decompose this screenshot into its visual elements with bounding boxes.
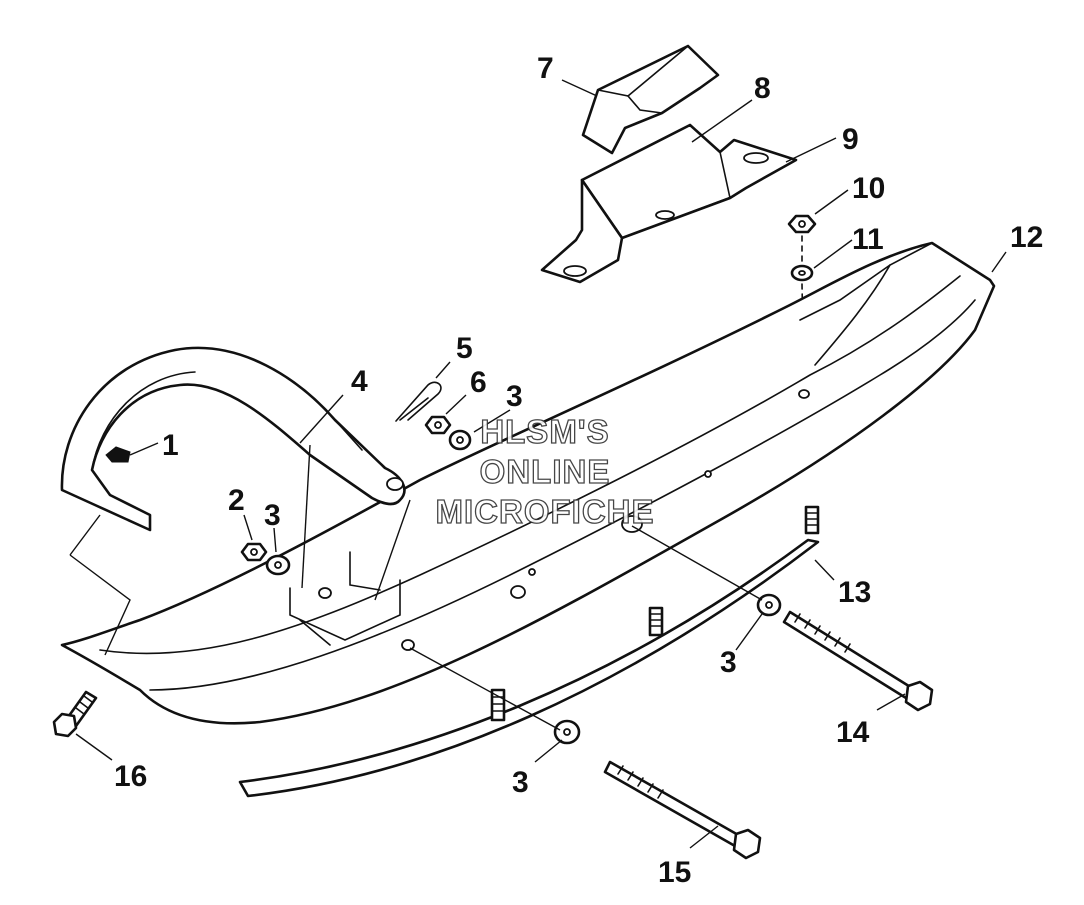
washer-part-3-a — [265, 554, 291, 576]
nut-part-10 — [787, 214, 817, 234]
ski-loop-part-4 — [60, 346, 406, 532]
callout-3-c: 3 — [720, 646, 737, 679]
callout-4: 4 — [351, 365, 368, 398]
ski-body-part-12 — [60, 241, 996, 725]
callout-5: 5 — [456, 332, 473, 365]
callout-9: 9 — [842, 123, 859, 156]
callout-6: 6 — [470, 366, 487, 399]
callout-15: 15 — [658, 856, 691, 889]
watermark: HLSM'S ONLINE MICROFICHE — [380, 412, 710, 532]
watermark-line-2: ONLINE — [479, 452, 611, 490]
bolt-part-14 — [782, 610, 934, 712]
callout-13: 13 — [838, 576, 871, 609]
callout-1: 1 — [162, 429, 179, 462]
callout-7: 7 — [537, 52, 554, 85]
callout-14: 14 — [836, 716, 870, 749]
callout-16: 16 — [114, 760, 147, 793]
washer-part-3-c — [756, 593, 782, 617]
castle-nut-part-6 — [424, 415, 452, 435]
nut-part-2 — [240, 542, 268, 562]
callout-3-b: 3 — [506, 380, 523, 413]
washer-part-11 — [790, 264, 814, 282]
callout-labels: 1 2 3 3 3 3 4 5 6 7 8 9 10 11 12 13 14 1… — [114, 52, 1043, 889]
washer-part-3-b — [448, 429, 472, 451]
watermark-line-1: HLSM'S — [480, 412, 610, 450]
callout-12: 12 — [1010, 221, 1043, 254]
washer-part-3-d — [553, 719, 581, 745]
clip-part-1 — [105, 446, 131, 463]
callout-2: 2 — [228, 484, 245, 517]
watermark-line-3: MICROFICHE — [435, 492, 655, 530]
callout-8: 8 — [754, 72, 771, 105]
callout-10: 10 — [852, 172, 885, 205]
bolt-part-16 — [52, 690, 98, 738]
wear-bar-part-13 — [238, 505, 820, 798]
cushion-part-7 — [581, 44, 720, 155]
callout-3-d: 3 — [512, 766, 529, 799]
bolt-part-15 — [603, 760, 762, 860]
saddle-bracket-part-8-9 — [540, 123, 798, 284]
callout-3-a: 3 — [264, 499, 281, 532]
callout-11: 11 — [852, 223, 884, 256]
leader-lines — [69, 79, 1007, 849]
cotter-pin-part-5 — [395, 381, 442, 422]
